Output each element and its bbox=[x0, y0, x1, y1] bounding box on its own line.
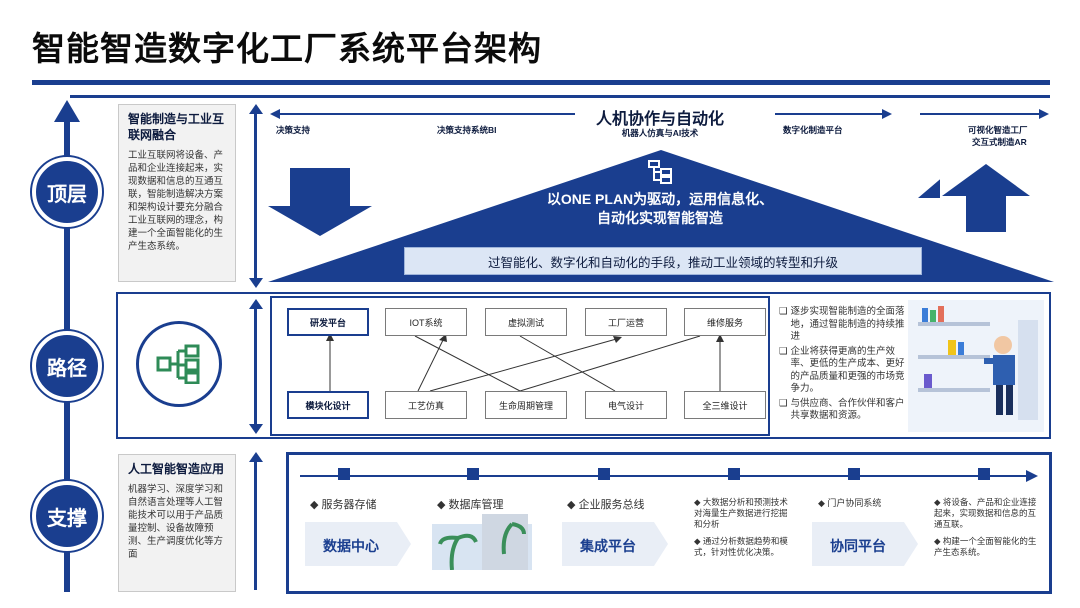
support-note: ◆ 大数据分析和预测技术对海量生产数据进行挖掘和分析 bbox=[694, 497, 788, 529]
node-virtual-test: 虚拟测试 bbox=[485, 308, 567, 336]
support-note-text: 构建一个全面智能化的生产生态系统。 bbox=[934, 536, 1037, 557]
node-iot-system: IOT系统 bbox=[385, 308, 467, 336]
top-info-text: 工业互联网将设备、产品和企业连接起来，实现数据和信息的互通互联，智能制造解决方案… bbox=[128, 150, 224, 252]
support-note-text: 通过分析数据趋势和模式，针对性优化决策。 bbox=[694, 536, 788, 557]
big-up-arrow-icon bbox=[940, 162, 1032, 234]
bullet-text: 逐步实现智能制造的全面落地，通过智能制造的持续推进 bbox=[790, 306, 905, 342]
page-title: 智能智造数字化工厂系统平台架构 bbox=[32, 30, 542, 67]
level-support-badge: 支撑 bbox=[32, 481, 102, 551]
support-label-server: ◆ 服务器存储 bbox=[310, 499, 377, 511]
arrow-up-icon bbox=[249, 104, 263, 114]
label-visual-factory: 可视化智造工厂 bbox=[968, 125, 1028, 135]
path-bullets: ❑逐步实现智能制造的全面落地，通过智能制造的持续推进 ❑企业将获得更高的生产效率… bbox=[779, 306, 905, 423]
node-lifecycle: 生命周期管理 bbox=[485, 391, 567, 419]
label-interactive-ar: 交互式制造AR bbox=[972, 137, 1027, 147]
chevron-collaboration-label: 协同平台 bbox=[830, 538, 886, 554]
bullet-item: ❑企业将获得更高的生产效率、更低的生产成本、更好的产品质量和更强的市场竞争力。 bbox=[779, 345, 905, 395]
header-arrows bbox=[270, 109, 1049, 119]
level-path-badge: 路径 bbox=[32, 331, 102, 401]
support-label-portal-text: 门户协同系统 bbox=[827, 498, 882, 508]
chevron-integration bbox=[562, 522, 668, 566]
support-note-text: 将设备、产品和企业连接起来，实现数据和信息的互通互联。 bbox=[934, 497, 1037, 529]
support-info-text: 机器学习、深度学习和自然语言处理等人工智能技术可以用于产品质量控制、设备故障预测… bbox=[128, 484, 224, 560]
arrow-down-icon bbox=[249, 278, 263, 288]
support-note: ◆ 将设备、产品和企业连接起来，实现数据和信息的互通互联。 bbox=[934, 497, 1037, 529]
top-section-rule bbox=[70, 95, 1050, 98]
support-label-portal: ◆ 门户协同系统 bbox=[818, 498, 882, 508]
label-decision-support: 决策支持 bbox=[276, 125, 311, 135]
support-vertical-line bbox=[254, 460, 257, 590]
support-info-box: 人工智能智造应用 机器学习、深度学习和自然语言处理等人工智能技术可以用于产品质量… bbox=[118, 454, 236, 592]
path-inner-frame bbox=[270, 296, 770, 436]
top-info-title: 智能制造与工业互联网融合 bbox=[128, 112, 225, 142]
axis-arrow-up-icon bbox=[54, 100, 80, 122]
node-modular-design: 模块化设计 bbox=[287, 391, 369, 419]
label-decision-bi: 决策支持系统BI bbox=[437, 125, 497, 135]
hierarchy-icon bbox=[648, 160, 672, 184]
bullet-item: ❑逐步实现智能制造的全面落地，通过智能制造的持续推进 bbox=[779, 306, 905, 342]
chevron-collaboration bbox=[812, 522, 918, 566]
support-note: ◆ 构建一个全面智能化的生产生态系统。 bbox=[934, 536, 1037, 557]
path-arrow-up-icon bbox=[249, 299, 263, 309]
header-title: 人机协作与自动化 bbox=[595, 111, 724, 128]
chevron-integration-label: 集成平台 bbox=[580, 538, 636, 554]
bullet-text: 与供应商、合作伙伴和客户共享数据和资源。 bbox=[790, 397, 905, 422]
top-info-box: 智能制造与工业互联网融合 工业互联网将设备、产品和企业连接起来，实现数据和信息的… bbox=[118, 104, 236, 282]
support-frame bbox=[286, 452, 1052, 594]
support-timeline bbox=[300, 468, 1038, 482]
title-rule bbox=[32, 80, 1050, 85]
path-connectors bbox=[326, 333, 724, 392]
top-vertical-line bbox=[254, 112, 257, 282]
workflow-icon-circle bbox=[136, 321, 222, 407]
support-info-title: 人工智能智造应用 bbox=[128, 462, 225, 476]
support-label-db-text: 数据库管理 bbox=[448, 499, 504, 511]
support-label-db: ◆ 数据库管理 bbox=[437, 499, 504, 511]
node-3d-design: 全三维设计 bbox=[684, 391, 766, 419]
node-electrical: 电气设计 bbox=[585, 391, 667, 419]
path-frame bbox=[116, 292, 1051, 439]
plants-illustration bbox=[432, 514, 532, 570]
banner: 过智能化、数字化和自动化的手段，推动工业领域的转型和升级 bbox=[404, 247, 922, 275]
label-digital-platform: 数字化制造平台 bbox=[783, 125, 843, 135]
support-note-text: 大数据分析和预测技术对海量生产数据进行挖掘和分析 bbox=[694, 497, 788, 529]
support-note: ◆ 通过分析数据趋势和模式，针对性优化决策。 bbox=[694, 536, 788, 557]
path-vertical-line bbox=[254, 306, 257, 428]
bullet-text: 企业将获得更高的生产效率、更低的生产成本、更好的产品质量和更强的市场竞争力。 bbox=[790, 345, 905, 395]
pyramid-text: 以ONE PLAN为驱动，运用信息化、自动化实现智能智造 bbox=[546, 191, 774, 226]
person-shelf-illustration bbox=[908, 300, 1044, 432]
support-label-esb-text: 企业服务总线 bbox=[578, 499, 645, 511]
node-factory-ops: 工厂运营 bbox=[585, 308, 667, 336]
support-label-server-text: 服务器存储 bbox=[321, 499, 377, 511]
support-label-esb: ◆ 企业服务总线 bbox=[567, 499, 645, 511]
support-arrow-up-icon bbox=[249, 452, 263, 462]
node-process-sim: 工艺仿真 bbox=[385, 391, 467, 419]
level-top-badge: 顶层 bbox=[32, 157, 102, 227]
support-notes-b: ◆ 将设备、产品和企业连接起来，实现数据和信息的互通互联。 ◆ 构建一个全面智能… bbox=[934, 497, 1040, 558]
header-subtitle: 机器人仿真与AI技术 bbox=[621, 128, 699, 138]
workflow-icon bbox=[156, 344, 200, 384]
support-notes-a: ◆ 大数据分析和预测技术对海量生产数据进行挖掘和分析 ◆ 通过分析数据趋势和模式… bbox=[694, 497, 790, 558]
node-rd-platform: 研发平台 bbox=[287, 308, 369, 336]
node-maintenance: 维修服务 bbox=[684, 308, 766, 336]
path-arrow-down-icon bbox=[249, 424, 263, 434]
chevron-data-center-label: 数据中心 bbox=[323, 538, 379, 554]
chevron-data-center bbox=[305, 522, 411, 566]
bullet-item: ❑与供应商、合作伙伴和客户共享数据和资源。 bbox=[779, 397, 905, 422]
